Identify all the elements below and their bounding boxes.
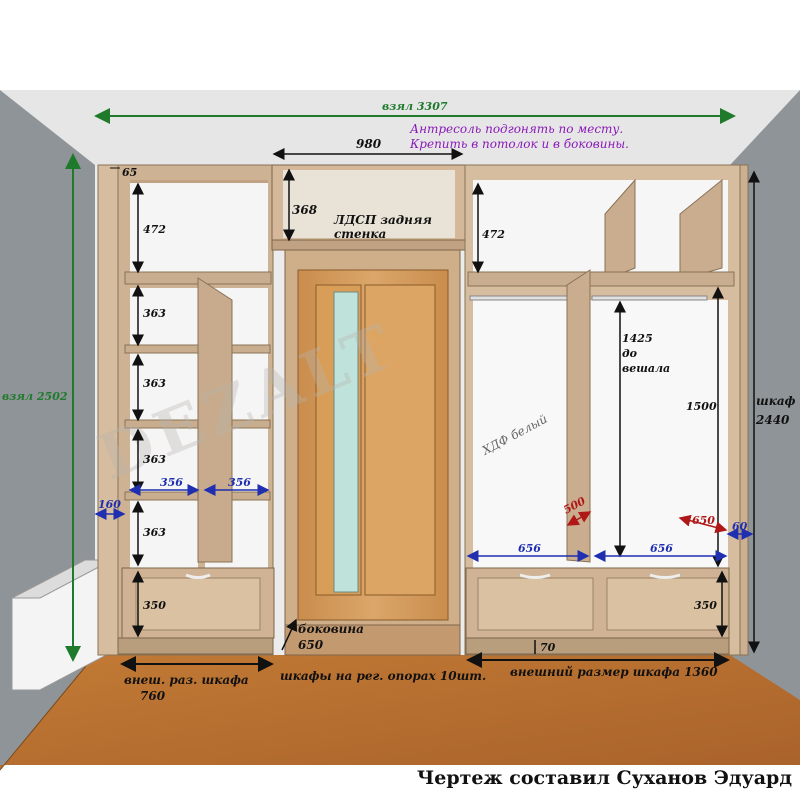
hanger-height-line2: вешала — [622, 362, 670, 375]
mezzanine — [271, 164, 466, 251]
legs-note: шкафы на рег. опорах 10шт. — [280, 669, 486, 683]
total-width-label: взял 3307 — [382, 100, 448, 113]
back-wall-note-line2: стенка — [334, 227, 386, 241]
side-panel-note-line1: боковина — [298, 622, 364, 636]
middle-door — [284, 249, 461, 656]
left-top-shelf-label: 472 — [143, 223, 166, 236]
right-inner-a-label: 656 — [518, 542, 541, 555]
dimension-lines — [65, 108, 760, 672]
right-side-gap-label: 60 — [732, 520, 748, 533]
side-panel-note-line2: 650 — [298, 638, 324, 652]
plinth-label: 70 — [540, 641, 556, 654]
mezzanine-note-line2: Крепить в потолок и в боковины. — [409, 137, 629, 151]
top-gap-label: 65 — [122, 166, 137, 179]
left-shelf-3-label: 363 — [143, 453, 166, 466]
left-shelf-2-label: 363 — [143, 377, 166, 390]
mezzanine-width-label: 980 — [356, 137, 382, 151]
right-top-shelf-label: 472 — [482, 228, 505, 241]
left-outer-note-line1: внеш. раз. шкафа — [124, 673, 249, 687]
left-drawer-label: 350 — [143, 599, 166, 612]
left-side-gap-label: 160 — [98, 498, 121, 511]
right-outer-note: внешний размер шкафа 1360 — [510, 665, 718, 679]
left-inner-a-label: 356 — [160, 476, 183, 489]
floor — [0, 655, 800, 770]
left-shelf-4-label: 363 — [143, 526, 166, 539]
radiator — [11, 559, 113, 691]
right-inner-b-label: 656 — [650, 542, 673, 555]
left-outer-note-line2: 760 — [140, 689, 166, 703]
mezzanine-note-line1: Антресоль подгонять по месту. — [409, 122, 623, 136]
total-height-label: взял 2502 — [2, 390, 68, 403]
hanger-height-line1: до — [622, 347, 637, 360]
back-wall-note-line1: ЛДСП задняя — [333, 213, 432, 227]
cabinet-height-line1: шкаф — [756, 394, 796, 408]
right-depth-b-label: 650 — [692, 514, 715, 527]
hanger-height-value: 1425 — [622, 332, 653, 345]
right-inner-height-label: 1500 — [686, 400, 717, 413]
mezzanine-height-label: 368 — [292, 203, 318, 217]
left-inner-b-label: 356 — [228, 476, 251, 489]
right-drawer-label: 350 — [694, 599, 717, 612]
cabinet-height-line2: 2440 — [755, 413, 790, 427]
author-caption: Чертеж составил Суханов Эдуард — [416, 767, 792, 789]
labels: взял 3307 взял 2502 Антресоль подгонять … — [2, 100, 796, 703]
left-shelf-1-label: 363 — [143, 307, 166, 320]
right-cabinet — [464, 164, 749, 656]
